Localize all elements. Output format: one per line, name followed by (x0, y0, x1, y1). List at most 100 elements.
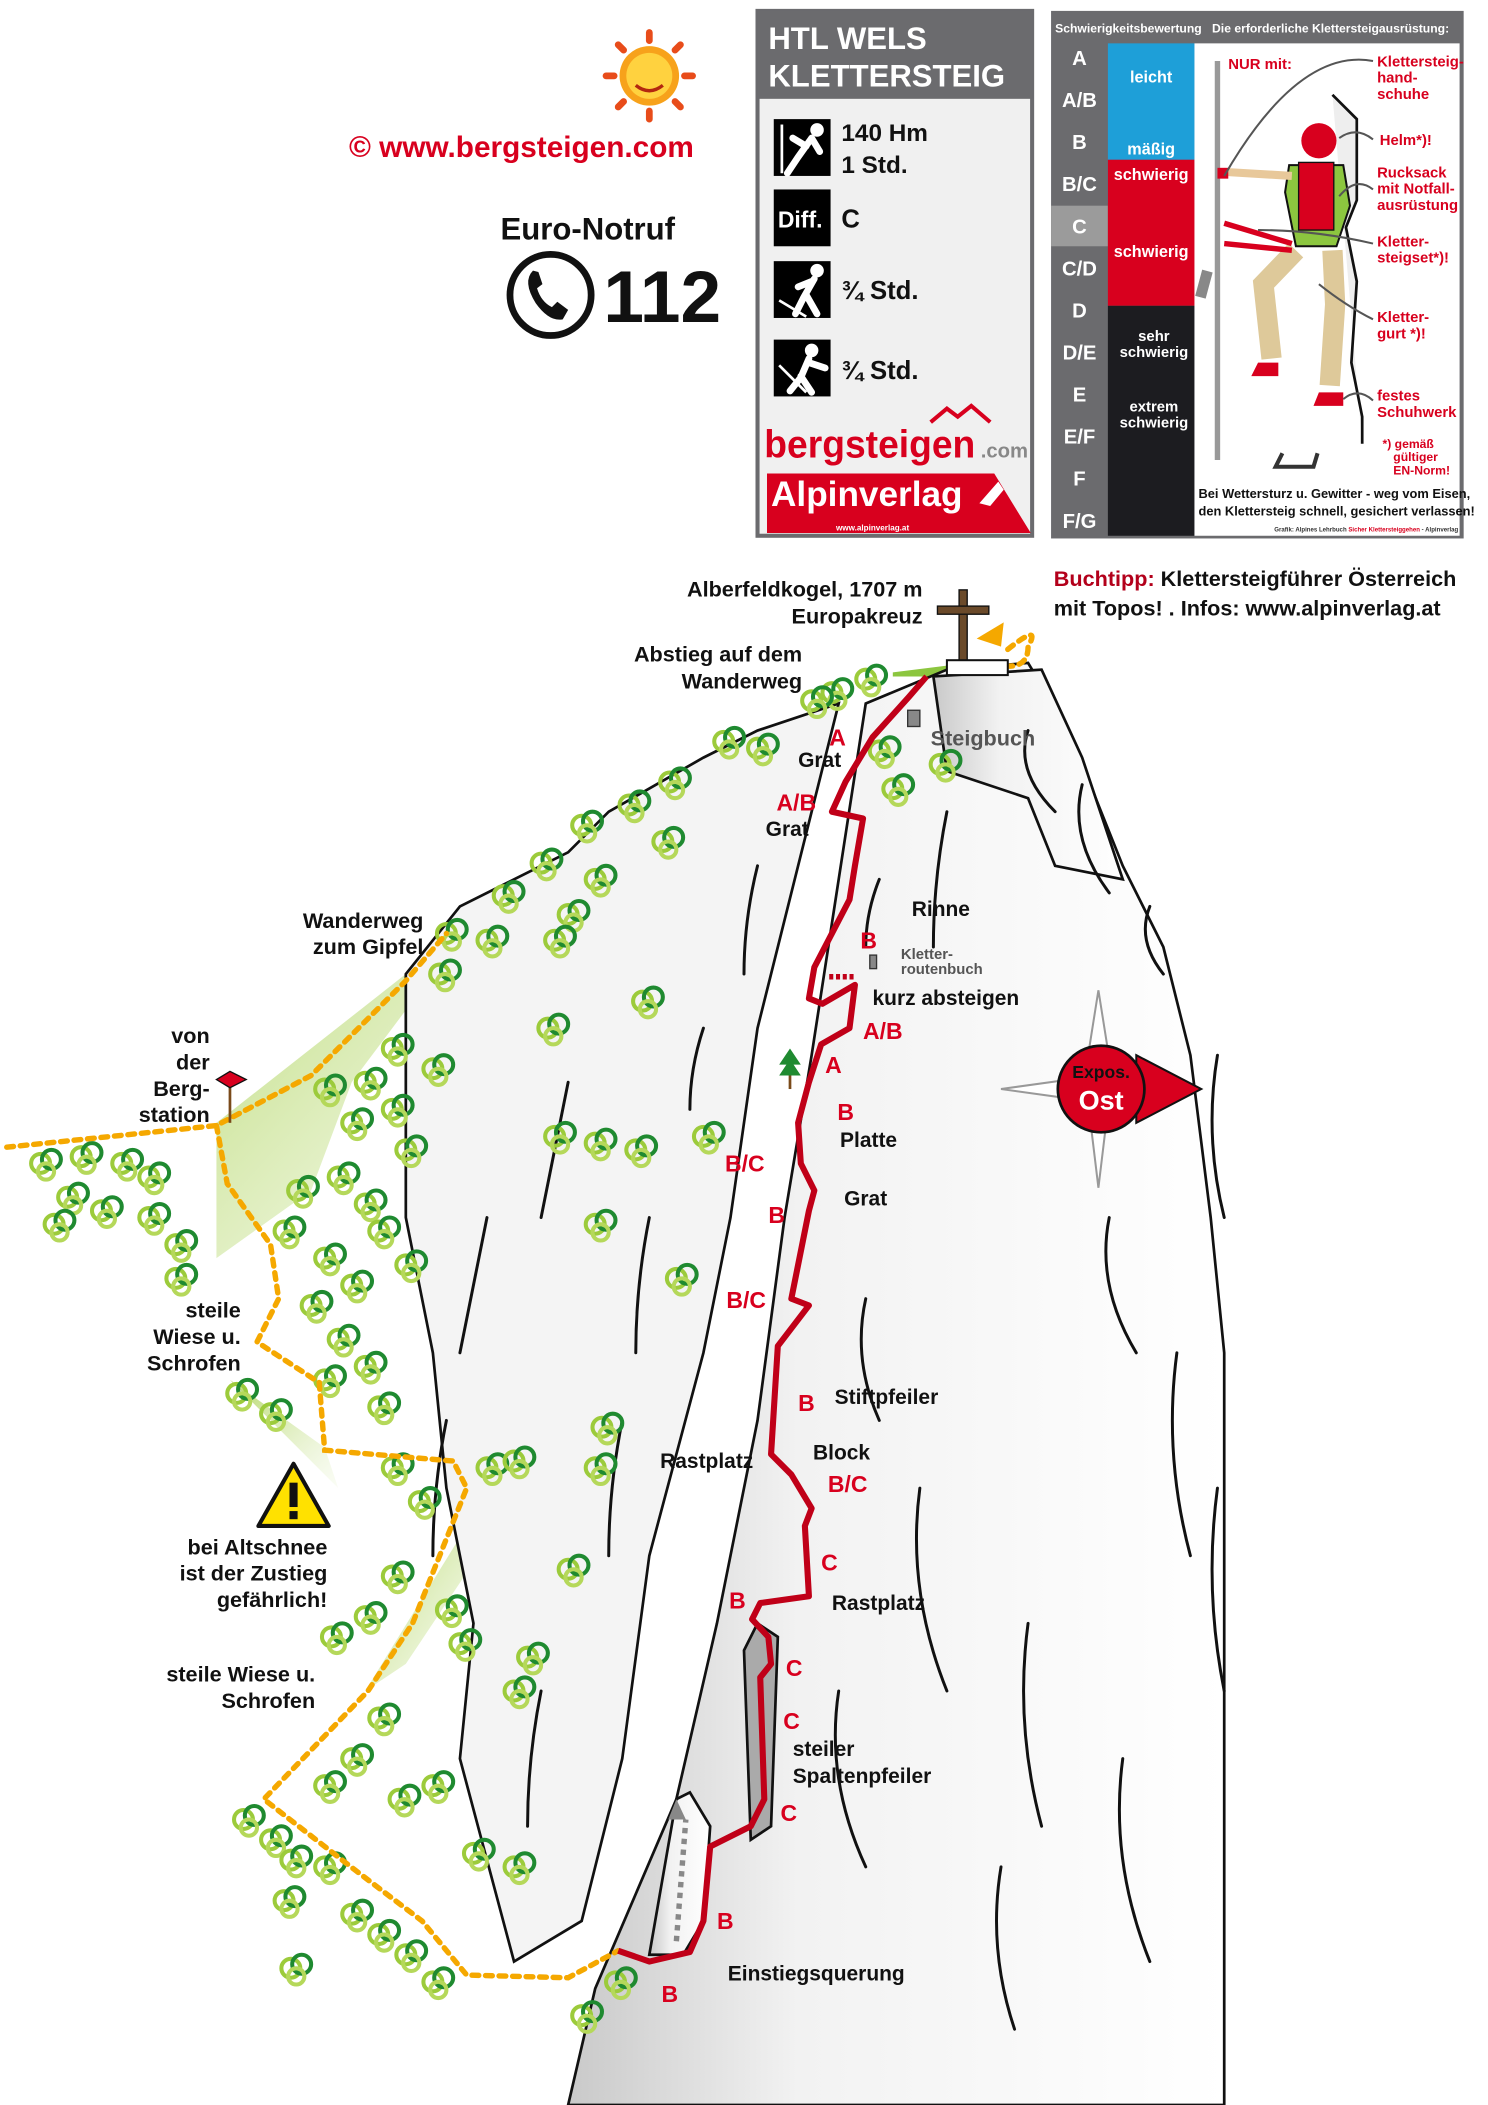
feature-rinne: Rinne (912, 898, 970, 921)
route-grade-label: A (829, 724, 846, 750)
tree-icon (227, 1380, 257, 1410)
grade-E-F: E/F (1064, 427, 1096, 449)
snow-warning-label: bei Altschnee (188, 1534, 328, 1559)
alpinverlag-word: Alpinverlag (771, 475, 962, 514)
rock-edge (458, 1216, 489, 1355)
rock-edge (864, 877, 881, 949)
rock-edge (859, 1297, 881, 1422)
tree-icon (166, 1265, 196, 1295)
route-grade-label: A (825, 1052, 842, 1078)
route-grade-label: C (781, 1800, 798, 1826)
equipment-norm: *) gemäß (1382, 437, 1434, 451)
copyright-link[interactable]: © www.bergsteigen.com (349, 131, 694, 164)
tree-icon (369, 1705, 399, 1735)
rock-edge (1104, 1216, 1138, 1355)
tree-icon (423, 1772, 453, 1802)
level-schwierig-1: schwierig (1114, 166, 1189, 184)
tree-icon (275, 1887, 305, 1917)
alpinverlag-url: www.alpinverlag.at (835, 523, 909, 532)
equipment-gloves: schuhe (1377, 87, 1429, 103)
compass-exposure (1000, 990, 1204, 1188)
route-grade-label: C (821, 1550, 838, 1576)
feature-grat2: Grat (766, 818, 809, 841)
meadow-label: Schrofen (221, 1688, 315, 1713)
rock-edge (1022, 1621, 1044, 1828)
routenbuch-box-icon (869, 954, 878, 970)
route-grade-label: B (860, 927, 877, 953)
route-book-label: routenbuch (901, 962, 983, 978)
meadow-label: Schrofen (147, 1350, 241, 1375)
book-tip-line1: Buchtipp: Klettersteigführer Österreich (1054, 566, 1457, 591)
grade-D-E: D/E (1063, 342, 1097, 364)
equipment-backpack: Rucksack (1377, 165, 1447, 181)
rock-edge (607, 1418, 624, 1558)
tree-icon (72, 1143, 102, 1173)
summit-name: Alberfeldkogel, 1707 m (687, 577, 923, 602)
feature-stiftpfeiler: Stiftpfeiler (835, 1386, 939, 1409)
tree-icon (356, 1190, 386, 1220)
grade-B-C: B/C (1062, 174, 1097, 196)
exposure-label: Expos. (1072, 1062, 1130, 1082)
summit-cross-icon (936, 589, 1009, 677)
feature-platte: Platte (840, 1129, 897, 1152)
tree-icon (396, 1941, 426, 1971)
exposure-label: Ost (1079, 1085, 1124, 1115)
weather-warning-2: den Klettersteig schnell, gesichert verl… (1199, 503, 1475, 518)
equipment-norm: EN-Norm! (1393, 464, 1450, 478)
tree-icon (275, 1218, 305, 1248)
phone-icon (506, 251, 595, 339)
tree-icon (302, 1292, 332, 1322)
tree-icon (139, 1163, 169, 1193)
info-title-line2: KLETTERSTEIG (768, 59, 1005, 94)
rock-edge (1023, 729, 1057, 814)
climbing-route (617, 674, 929, 1965)
equipment-backpack: mit Notfall- (1377, 182, 1455, 198)
route-grade-label: C (783, 1708, 800, 1734)
snow-warning-label: gefährlich! (217, 1587, 328, 1612)
descent-time: ¾ Std. (841, 357, 918, 385)
level-sehr-schwierig: schwierig (1120, 345, 1189, 361)
route-grade-label: B/C (828, 1471, 868, 1497)
tree-icon (234, 1806, 264, 1836)
descent-icon (773, 339, 831, 397)
meadow-label: steile Wiese u. (166, 1662, 315, 1687)
tree-icon (423, 1968, 453, 1998)
pointer-arrow-icon (1338, 183, 1374, 197)
rock-edge (1210, 1053, 1226, 1220)
rock-edge (688, 1026, 705, 1111)
route-grade-label: B (837, 1099, 854, 1125)
tree-icon (383, 1562, 413, 1592)
grading-panel: Schwierigkeitsbewertung Die erforderlich… (1051, 10, 1475, 539)
tree-icon (31, 1150, 61, 1180)
bergsteigen-word: bergsteigen (764, 422, 975, 466)
feature-einstieg: Einstiegsquerung (728, 1962, 905, 1985)
book-tip-line2[interactable]: mit Topos! . Infos: www.alpinverlag.at (1054, 596, 1441, 621)
station-label: Berg- (153, 1076, 209, 1101)
bergsteigen-com: .com (981, 440, 1028, 462)
route-grade-label: C (786, 1655, 803, 1681)
feature-kurz: kurz absteigen (873, 987, 1020, 1010)
station-label: von (171, 1023, 209, 1048)
warning-icon (256, 1461, 331, 1528)
tree-icon (281, 1955, 311, 1985)
equipment-gloves: Klettersteig- (1377, 54, 1464, 70)
feature-steiler: steiler (793, 1738, 855, 1761)
route-grade-label: A/B (776, 789, 816, 815)
feature-rastplatz1: Rastplatz (660, 1450, 753, 1473)
route-book-label: Kletter- (901, 947, 953, 963)
pointer-arrow-icon (1258, 229, 1374, 245)
rock-formations (404, 661, 1226, 2105)
tree-icon (166, 1231, 196, 1261)
tree-icon (329, 1326, 359, 1356)
tree-icon (315, 1245, 345, 1275)
gully-arrow-icon (673, 1819, 689, 1942)
tree-icon (356, 1603, 386, 1633)
tree-icon (342, 1745, 372, 1775)
meadow-label: Wiese u. (153, 1324, 241, 1349)
climber-icon (773, 119, 831, 177)
gully-arrow-head-icon (668, 1799, 686, 1820)
descent-label: Abstieg auf dem (634, 642, 802, 667)
grade-A: A (1072, 48, 1087, 70)
rock-edge (1170, 1351, 1192, 1558)
emergency-label: Euro-Notruf (501, 212, 676, 247)
